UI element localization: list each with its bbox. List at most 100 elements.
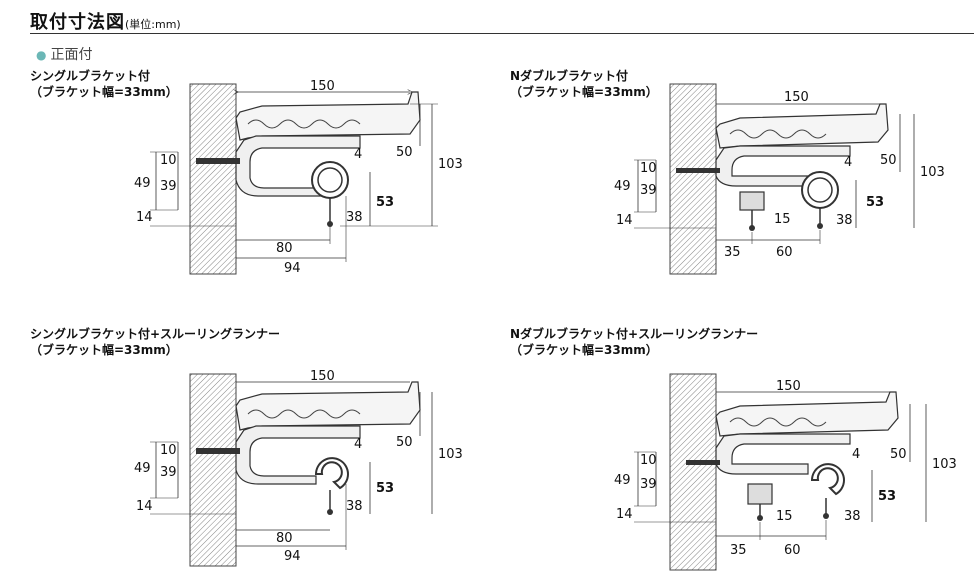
panel-title-line2: （ブラケット幅=33mm） [510, 85, 658, 99]
panel-title-line2: （ブラケット幅=33mm） [30, 343, 178, 357]
curtain-rail [235, 91, 421, 141]
dim-label-49: 49 [134, 176, 151, 191]
wall-section [189, 83, 237, 275]
dim-label-10: 10 [640, 161, 657, 176]
dim-label-50: 50 [396, 435, 413, 450]
runner-inner [807, 177, 833, 203]
panel-title-line2: （ブラケット幅=33mm） [30, 85, 178, 99]
dim-label-35: 35 [724, 245, 741, 260]
dim-label-60: 60 [776, 245, 793, 260]
dim-label-53: 53 [866, 195, 884, 210]
panel-title-single: シングルブラケット付 （ブラケット幅=33mm） [30, 68, 178, 100]
hook [757, 515, 763, 521]
through-ring-runner [810, 463, 845, 496]
panel-title-line1: シングルブラケット付 [30, 69, 151, 83]
panel-title-line2: （ブラケット幅=33mm） [510, 343, 658, 357]
dim-label-94: 94 [284, 261, 301, 276]
rail-profile [247, 409, 361, 419]
dim-label-103: 103 [932, 457, 957, 472]
dim-label-94: 94 [284, 549, 301, 564]
panel-title-line1: シングルブラケット付+スルーリングランナー [30, 327, 281, 341]
rail-profile [729, 417, 827, 427]
wall-section [189, 373, 237, 567]
bracket [235, 135, 361, 197]
curtain-rail [235, 381, 421, 431]
dim-label-150: 150 [310, 79, 335, 94]
screw [196, 448, 240, 454]
screw [196, 158, 240, 164]
page-title-text: 取付寸法図 [30, 12, 125, 33]
dim-label-39: 39 [640, 183, 657, 198]
rail-profile [247, 119, 361, 129]
rail-profile [729, 129, 827, 139]
runner-inner [317, 167, 343, 193]
dim-label-4: 4 [354, 147, 362, 162]
dim-label-35: 35 [730, 543, 747, 558]
hook [327, 509, 333, 515]
dim-label-38: 38 [346, 210, 363, 225]
hook [817, 223, 823, 229]
dim-label-53: 53 [376, 195, 394, 210]
hook [327, 221, 333, 227]
curtain-rail [715, 103, 889, 149]
dim-label-49: 49 [614, 473, 631, 488]
dim-label-38: 38 [346, 499, 363, 514]
dim-label-14: 14 [616, 507, 633, 522]
dim-label-49: 49 [134, 461, 151, 476]
section-label-text: 正面付 [50, 47, 93, 63]
dim-label-10: 10 [160, 153, 177, 168]
dim-label-103: 103 [920, 165, 945, 180]
bracket [235, 425, 361, 485]
bullet-dot-icon: ● [36, 48, 47, 62]
dim-label-50: 50 [880, 153, 897, 168]
dim-label-4: 4 [844, 155, 852, 170]
dim-label-50: 50 [396, 145, 413, 160]
dim-label-14: 14 [136, 499, 153, 514]
dim-label-38: 38 [836, 213, 853, 228]
dim-label-60: 60 [784, 543, 801, 558]
hook [749, 225, 755, 231]
panel-double-diagram: 150 50 103 4 10 49 39 53 14 15 38 35 60 [614, 83, 945, 275]
page-header: 取付寸法図(単位:mm) [0, 0, 974, 34]
dim-label-150: 150 [310, 369, 335, 384]
dim-label-49: 49 [614, 179, 631, 194]
bracket [715, 145, 851, 187]
dim-label-15: 15 [776, 509, 793, 524]
header-divider [30, 33, 974, 34]
dim-label-53: 53 [878, 489, 896, 504]
panel-single-runner-diagram: 150 50 103 4 10 49 39 53 14 38 80 94 [134, 369, 463, 567]
dim-label-15: 15 [774, 212, 791, 227]
panel-title-double-runner: Nダブルブラケット付+スルーリングランナー （ブラケット幅=33mm） [510, 326, 758, 358]
panel-title-line1: Nダブルブラケット付+スルーリングランナー [510, 327, 759, 341]
dim-label-39: 39 [160, 179, 177, 194]
unit-label: (単位:mm) [125, 18, 181, 31]
page-title: 取付寸法図(単位:mm) [30, 8, 181, 34]
screw [676, 168, 720, 173]
dim-label-38: 38 [844, 509, 861, 524]
panel-double-runner-diagram: 150 50 103 4 10 49 39 53 14 15 38 35 60 [614, 373, 957, 571]
runner-carrier [739, 191, 765, 211]
dim-label-103: 103 [438, 447, 463, 462]
curtain-rail [715, 391, 899, 437]
dim-label-150: 150 [784, 90, 809, 105]
panel-title-line1: Nダブルブラケット付 [510, 69, 629, 83]
dim-label-10: 10 [640, 453, 657, 468]
dim-label-80: 80 [276, 531, 293, 546]
dim-label-39: 39 [640, 477, 657, 492]
wall-section [669, 373, 717, 571]
wall-section [669, 83, 717, 275]
panel-title-double: Nダブルブラケット付 （ブラケット幅=33mm） [510, 68, 658, 100]
bracket [715, 433, 851, 475]
hook [823, 513, 829, 519]
dim-label-50: 50 [890, 447, 907, 462]
dim-label-39: 39 [160, 465, 177, 480]
dim-label-80: 80 [276, 241, 293, 256]
dim-label-4: 4 [852, 447, 860, 462]
dim-label-14: 14 [136, 210, 153, 225]
runner-carrier [747, 483, 773, 505]
screw [686, 460, 720, 465]
section-label: ●正面付 [36, 44, 92, 64]
panel-single-diagram: 150 50 103 4 10 49 39 53 14 38 80 94 [134, 79, 463, 276]
dim-label-150: 150 [776, 379, 801, 394]
